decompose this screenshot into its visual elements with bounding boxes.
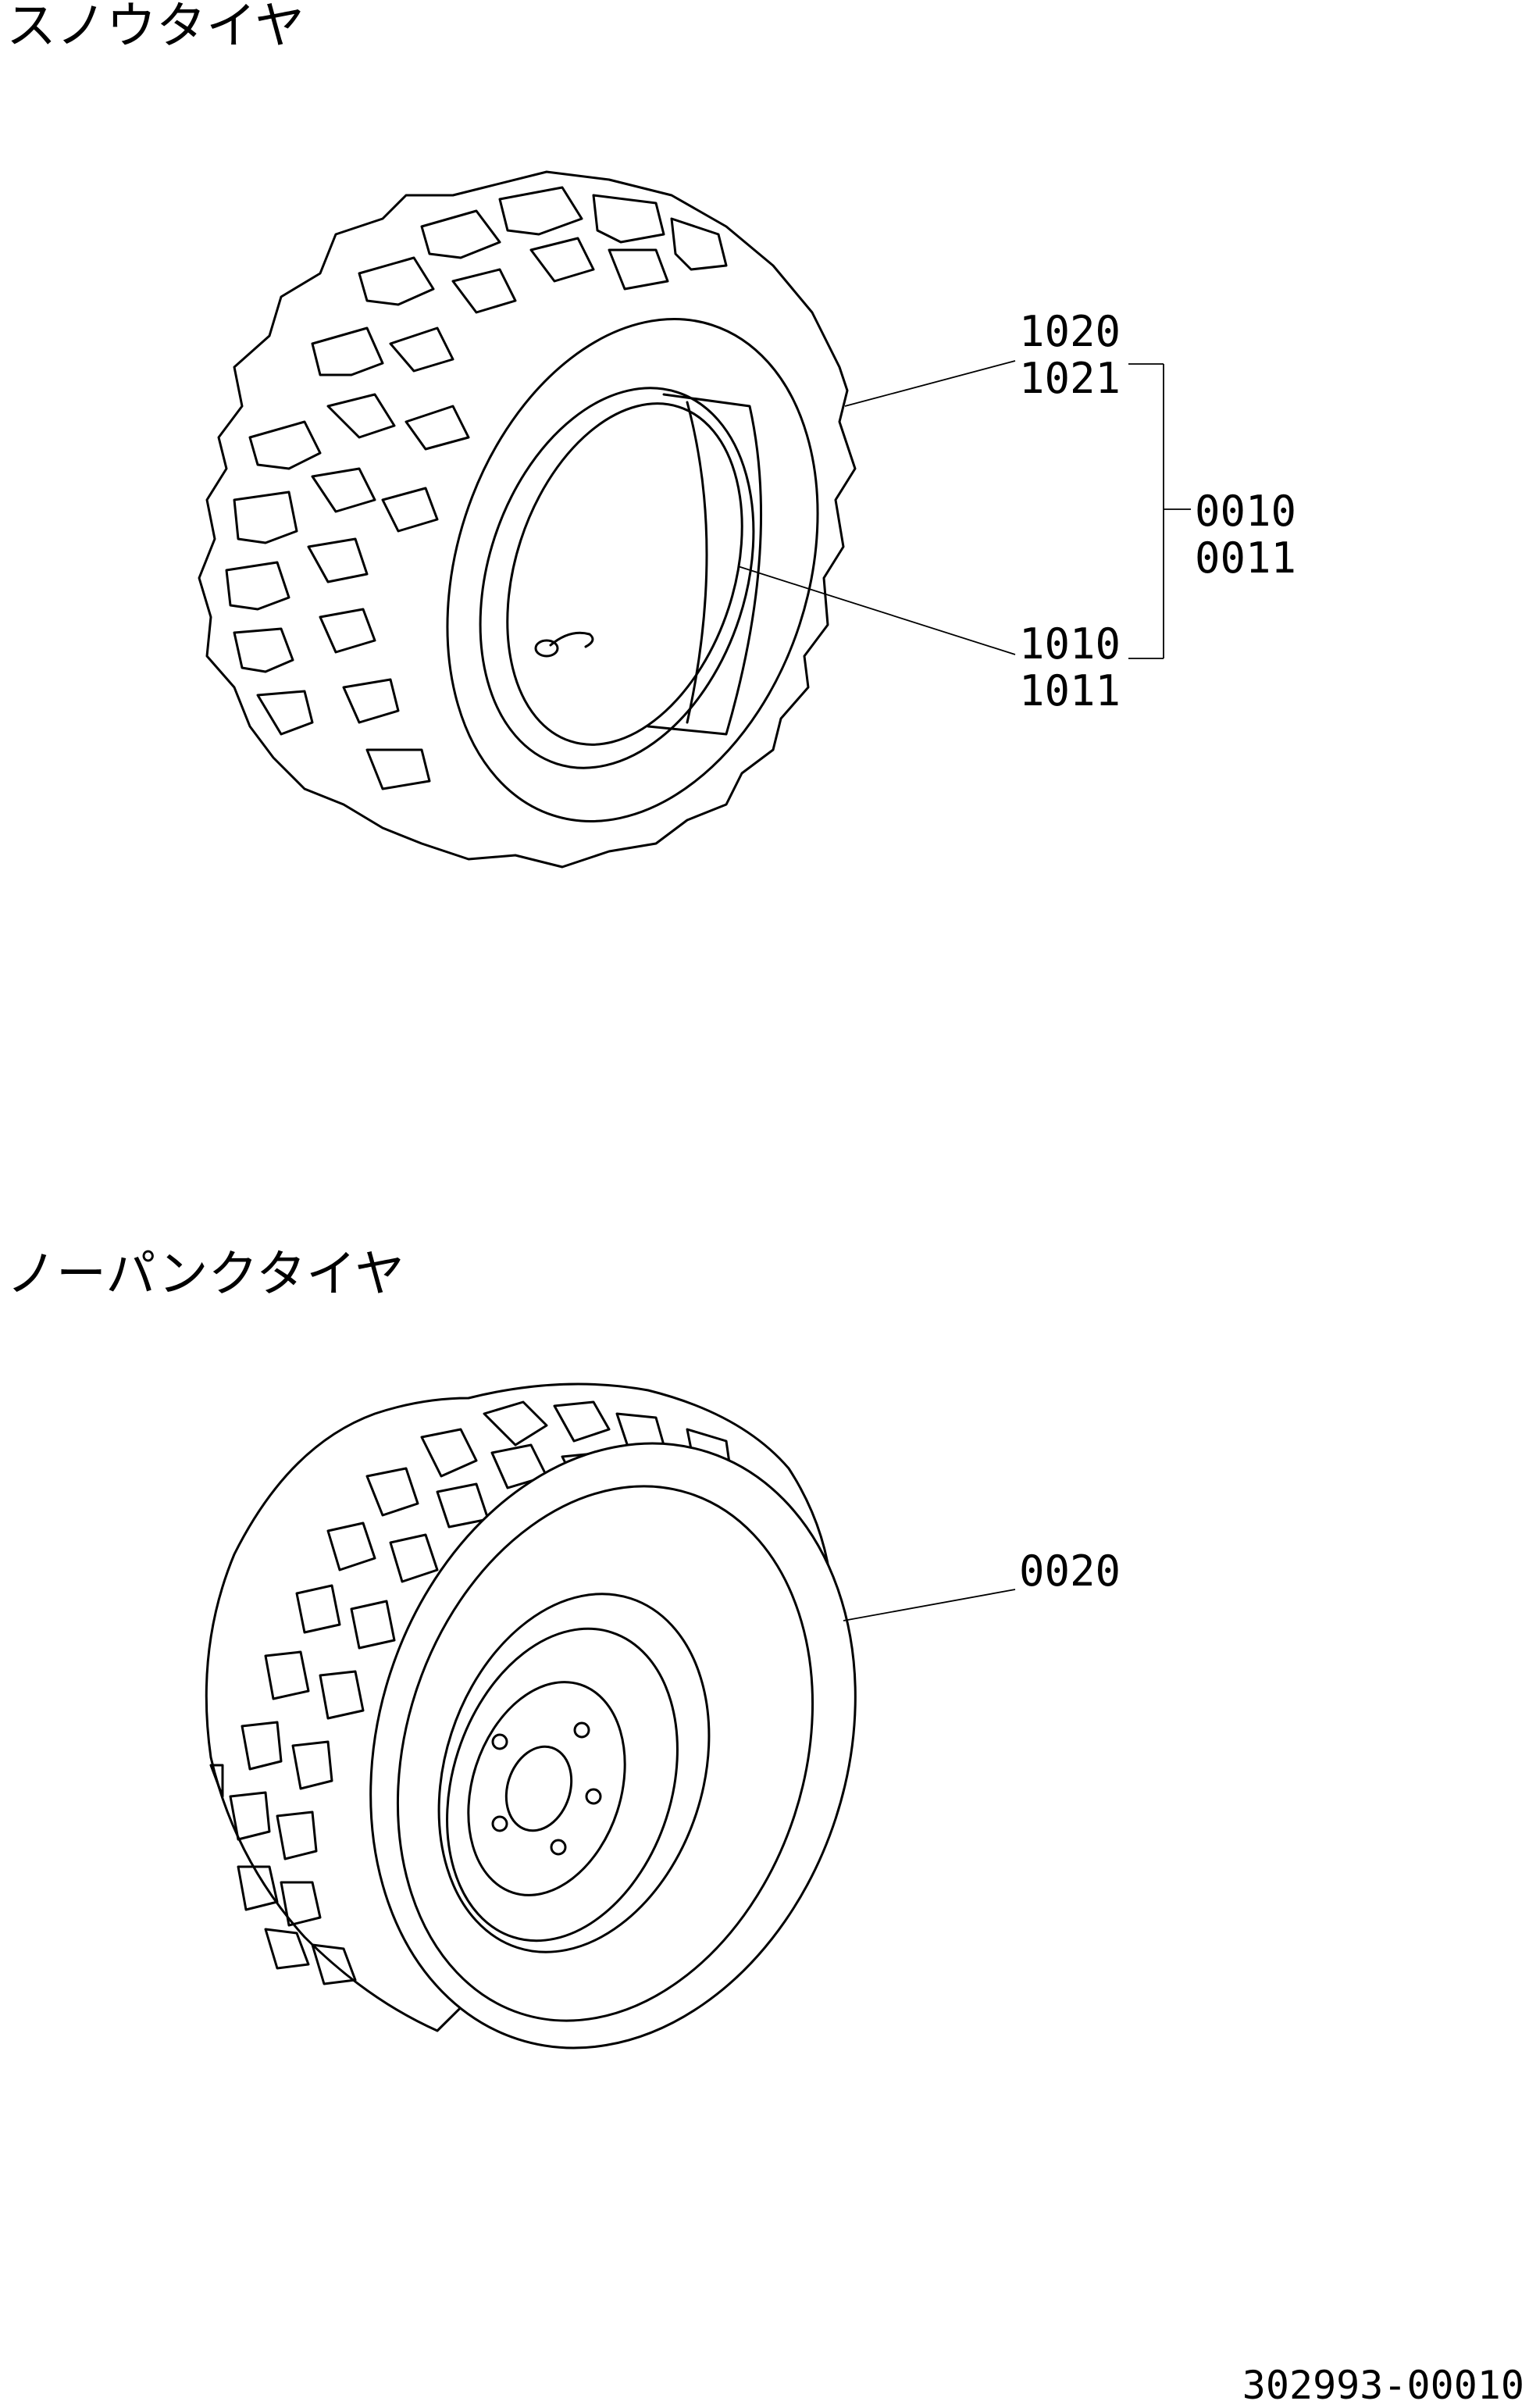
callout-tire-1021: 1021	[1019, 354, 1121, 403]
callout-assembly-0020: 0020	[1019, 1546, 1121, 1596]
snow-tire-leaders	[737, 360, 1191, 659]
callout-rim-1011: 1011	[1019, 666, 1121, 715]
snow-tire-title: スノウタイヤ	[6, 0, 305, 55]
callout-rim-1010: 1010	[1019, 619, 1121, 669]
callout-tire-1020: 1020	[1019, 307, 1121, 356]
document-number: 302993-00010	[1242, 2363, 1524, 2408]
snow-tire-illustration	[198, 170, 857, 869]
callout-assembly-0011: 0011	[1195, 533, 1296, 583]
snow-tire-callouts: 1020 1021 0010 0011 1010 1011	[1019, 307, 1296, 715]
callout-assembly-0010: 0010	[1195, 487, 1296, 536]
no-puncture-tire-title: ノーパンクタイヤ	[6, 1246, 405, 1304]
no-puncture-tire-illustration	[205, 1382, 857, 2049]
no-puncture-leader	[843, 1589, 1016, 1621]
